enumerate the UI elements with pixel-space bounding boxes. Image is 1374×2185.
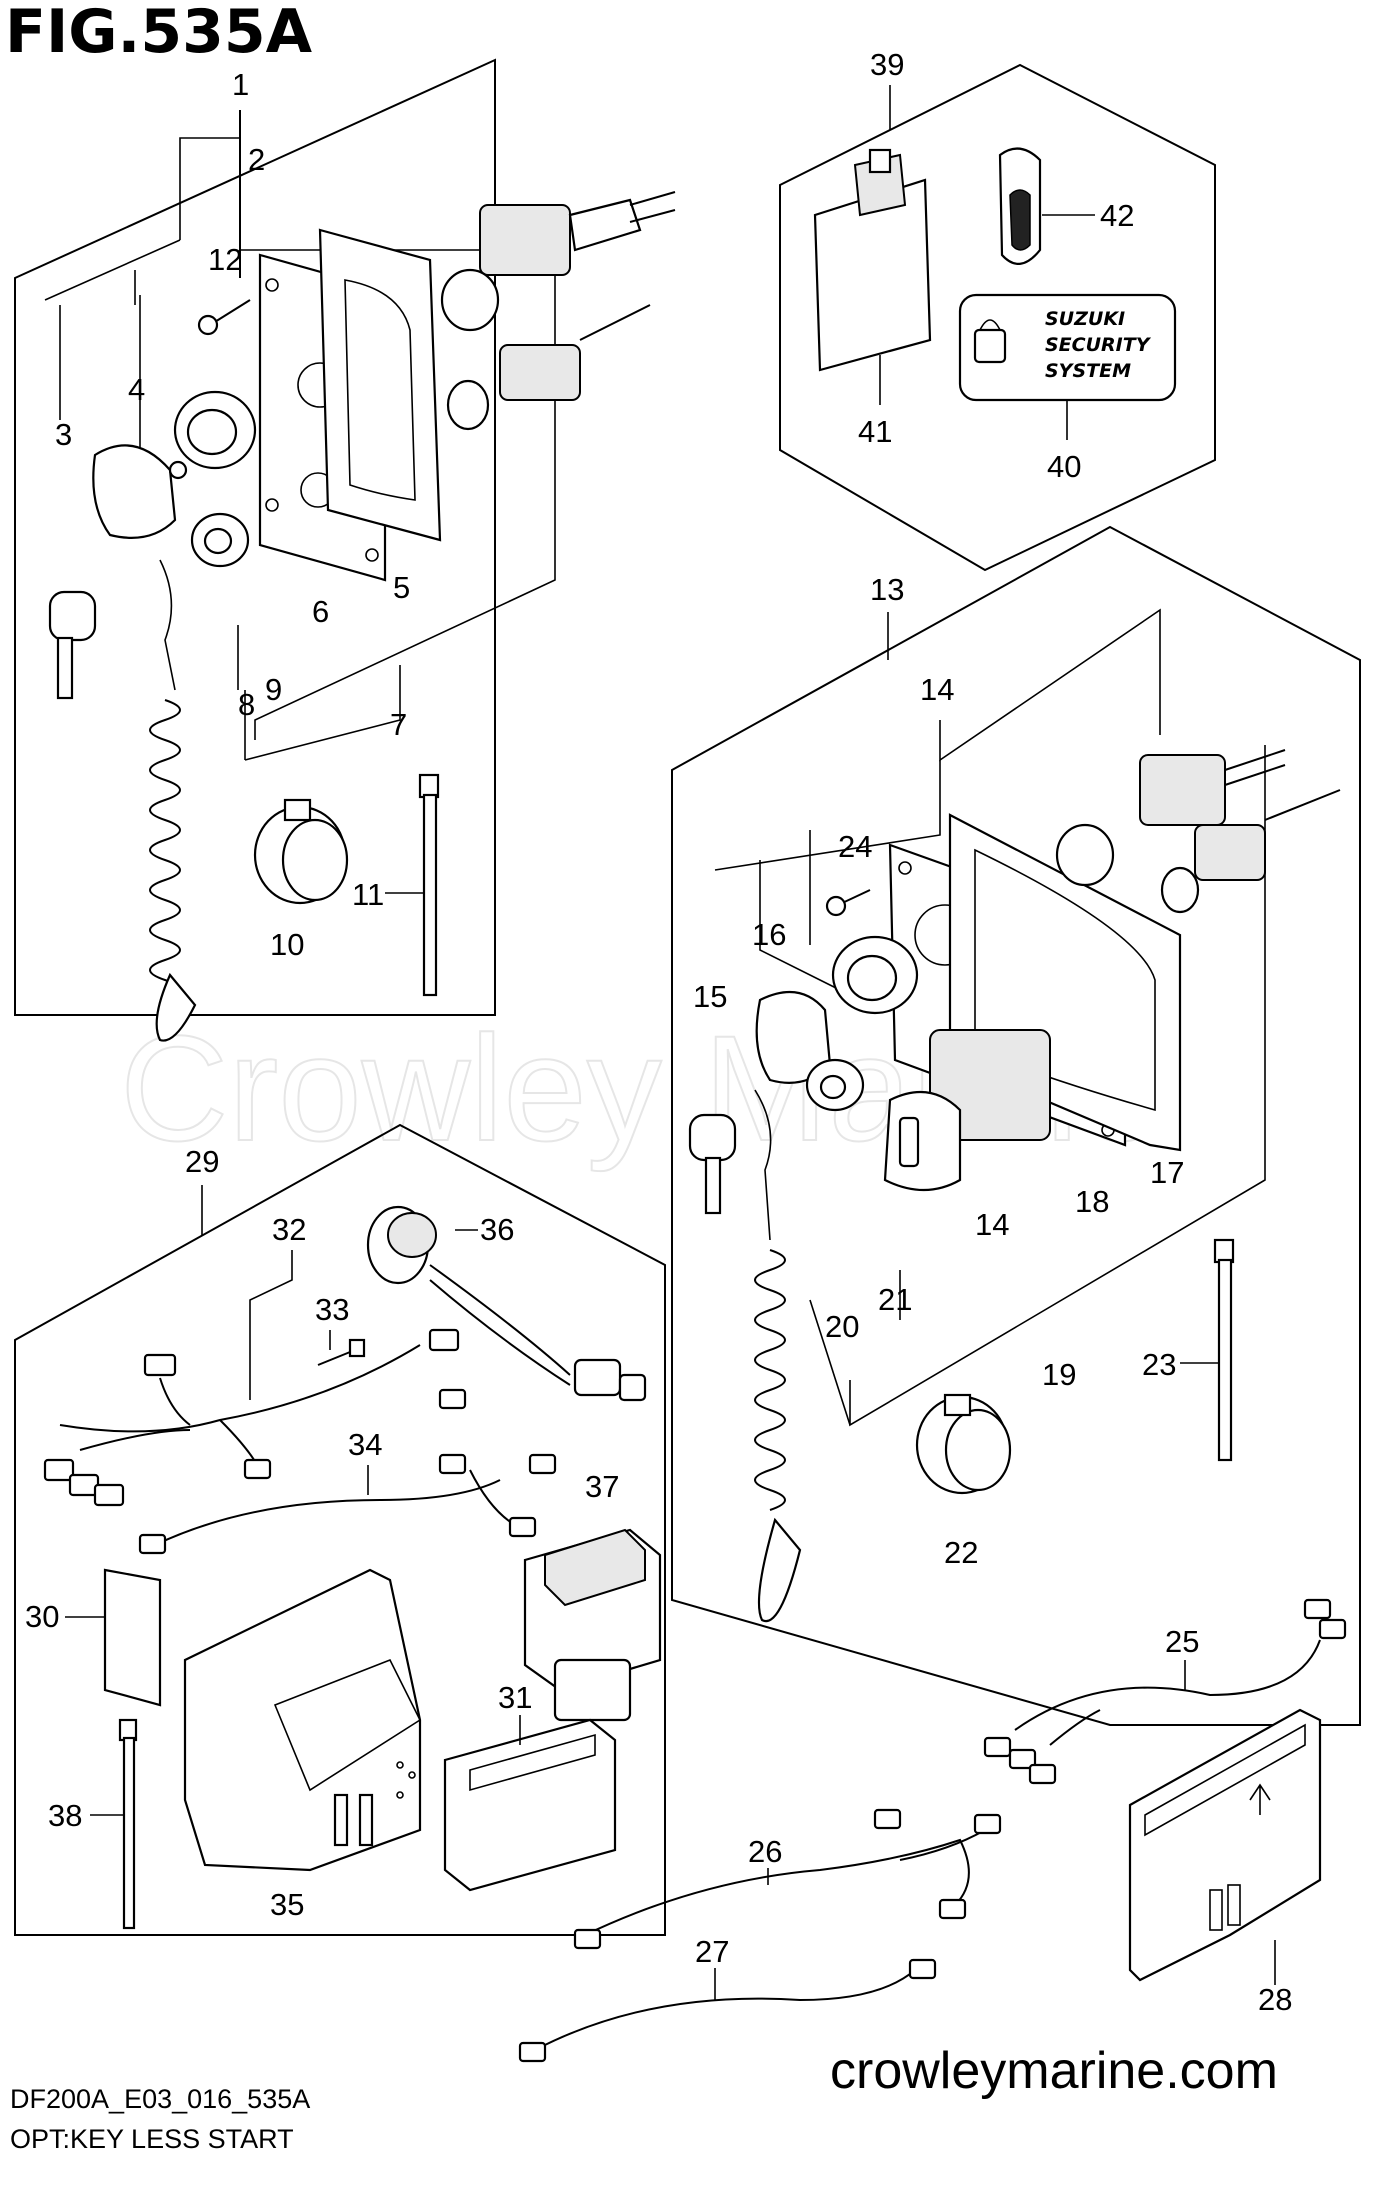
callout-25: 25	[1165, 1624, 1199, 1659]
callout-8: 8	[238, 687, 255, 722]
figure-title: FIG.535A	[5, 0, 313, 67]
harness-part-34[interactable]	[138, 1453, 557, 1555]
callout-17: 17	[1150, 1155, 1184, 1190]
lanyard-part-20[interactable]	[754, 1089, 802, 1623]
option-subtitle: OPT:KEY LESS START	[10, 2124, 294, 2154]
callout-37: 37	[585, 1469, 619, 1504]
callout-11: 11	[352, 877, 384, 912]
nut-part-16b[interactable]	[831, 935, 919, 1015]
callout-19: 19	[1042, 1357, 1076, 1392]
security-sticker-part-40[interactable]: SUZUKI SECURITY SYSTEM	[958, 293, 1177, 402]
screw-part-24[interactable]	[825, 889, 871, 917]
harness-part-27[interactable]	[518, 1958, 937, 2063]
sensor-part-36[interactable]	[366, 1205, 647, 1402]
harness-part-32[interactable]	[43, 1328, 467, 1507]
switch-body-part-14-top[interactable]	[1055, 749, 1286, 887]
callout-41: 41	[858, 414, 892, 449]
bolt-part-33[interactable]	[317, 1338, 366, 1366]
callout-3: 3	[55, 417, 72, 452]
controller-part-35[interactable]	[183, 1568, 422, 1872]
label-part-30[interactable]	[103, 1568, 162, 1707]
key-part-3[interactable]	[48, 590, 97, 700]
callout-13: 13	[870, 572, 904, 607]
cap-part-22[interactable]	[915, 1393, 1012, 1495]
callout-22: 22	[944, 1535, 978, 1570]
callout-18: 18	[1075, 1184, 1109, 1219]
gasket-part-5[interactable]	[318, 228, 442, 542]
nut-part-2[interactable]	[173, 390, 257, 470]
drawing-code: DF200A_E03_016_535A	[10, 2084, 310, 2114]
callout-20: 20	[825, 1309, 859, 1344]
callout-24: 24	[838, 829, 872, 864]
callout-29: 29	[185, 1144, 219, 1179]
cap-part-10[interactable]	[253, 798, 349, 905]
key-part-15[interactable]	[688, 1113, 737, 1215]
callout-5: 5	[393, 570, 410, 605]
callout-31: 31	[498, 1680, 532, 1715]
callout-14b: 14	[975, 1207, 1009, 1242]
callout-16: 16	[752, 917, 786, 952]
harness-part-26[interactable]	[573, 1808, 1002, 1950]
cable-tie-part-38[interactable]	[118, 1718, 138, 1930]
ignition-switch-part-14[interactable]	[883, 1029, 1051, 1192]
callout-7: 7	[390, 707, 407, 742]
key-fob-part-42[interactable]	[998, 147, 1042, 265]
website-footer: crowleymarine.com	[830, 2042, 1278, 2100]
control-unit-part-28[interactable]	[1128, 1708, 1322, 1982]
cable-tie-part-23[interactable]	[1213, 1238, 1235, 1462]
sticker-line-2: SECURITY	[1045, 334, 1152, 356]
callout-23: 23	[1142, 1347, 1176, 1382]
harness-part-25[interactable]	[983, 1598, 1347, 1785]
knob-part-4[interactable]	[92, 444, 188, 539]
switch-lower-part[interactable]	[446, 304, 651, 431]
group-29-harness-and-controller	[14, 1123, 666, 1936]
callout-9: 9	[265, 672, 282, 707]
callout-32: 32	[272, 1212, 306, 1247]
sticker-line-1: SUZUKI	[1045, 308, 1125, 330]
knob-part-16[interactable]	[755, 990, 832, 1084]
lock-icon	[973, 319, 1007, 364]
callout-30: 30	[25, 1599, 59, 1634]
callout-39: 39	[870, 47, 904, 82]
callout-1: 1	[232, 67, 249, 102]
arrow-up-icon	[1249, 1783, 1271, 1815]
callout-15: 15	[693, 979, 727, 1014]
module-part-41[interactable]	[813, 148, 932, 372]
box-part-31[interactable]	[443, 1718, 617, 1892]
callout-14a: 14	[920, 672, 954, 707]
switch-lower-part-right[interactable]	[1160, 789, 1341, 914]
callout-42: 42	[1100, 198, 1134, 233]
callout-36: 36	[480, 1212, 514, 1247]
callout-40: 40	[1047, 449, 1081, 484]
callout-6: 6	[312, 594, 329, 629]
callout-28: 28	[1258, 1982, 1292, 2017]
group-13-switch-panel	[671, 525, 1361, 1726]
group-1-key-switch-panel	[14, 58, 676, 1042]
callout-33: 33	[315, 1292, 349, 1327]
switch-body-part-1[interactable]	[440, 191, 676, 332]
callout-35: 35	[270, 1887, 304, 1922]
callout-10: 10	[270, 927, 304, 962]
callout-38: 38	[48, 1798, 82, 1833]
screw-part-12[interactable]	[197, 299, 251, 336]
relay-part-37[interactable]	[523, 1528, 662, 1722]
callout-2: 2	[248, 142, 265, 177]
callout-4: 4	[128, 372, 145, 407]
group-39-security-module: SUZUKI SECURITY SYSTEM	[779, 63, 1216, 572]
callout-21: 21	[878, 1282, 912, 1317]
sticker-line-3: SYSTEM	[1045, 360, 1131, 382]
callout-26: 26	[748, 1834, 782, 1869]
cable-tie-part-11[interactable]	[418, 773, 440, 997]
nut-part-21[interactable]	[805, 1058, 865, 1112]
lanyard-part-8[interactable]	[149, 559, 197, 1042]
callout-12: 12	[208, 242, 242, 277]
nut-part-9[interactable]	[190, 512, 250, 568]
callout-34: 34	[348, 1427, 382, 1462]
callout-27: 27	[695, 1934, 729, 1969]
